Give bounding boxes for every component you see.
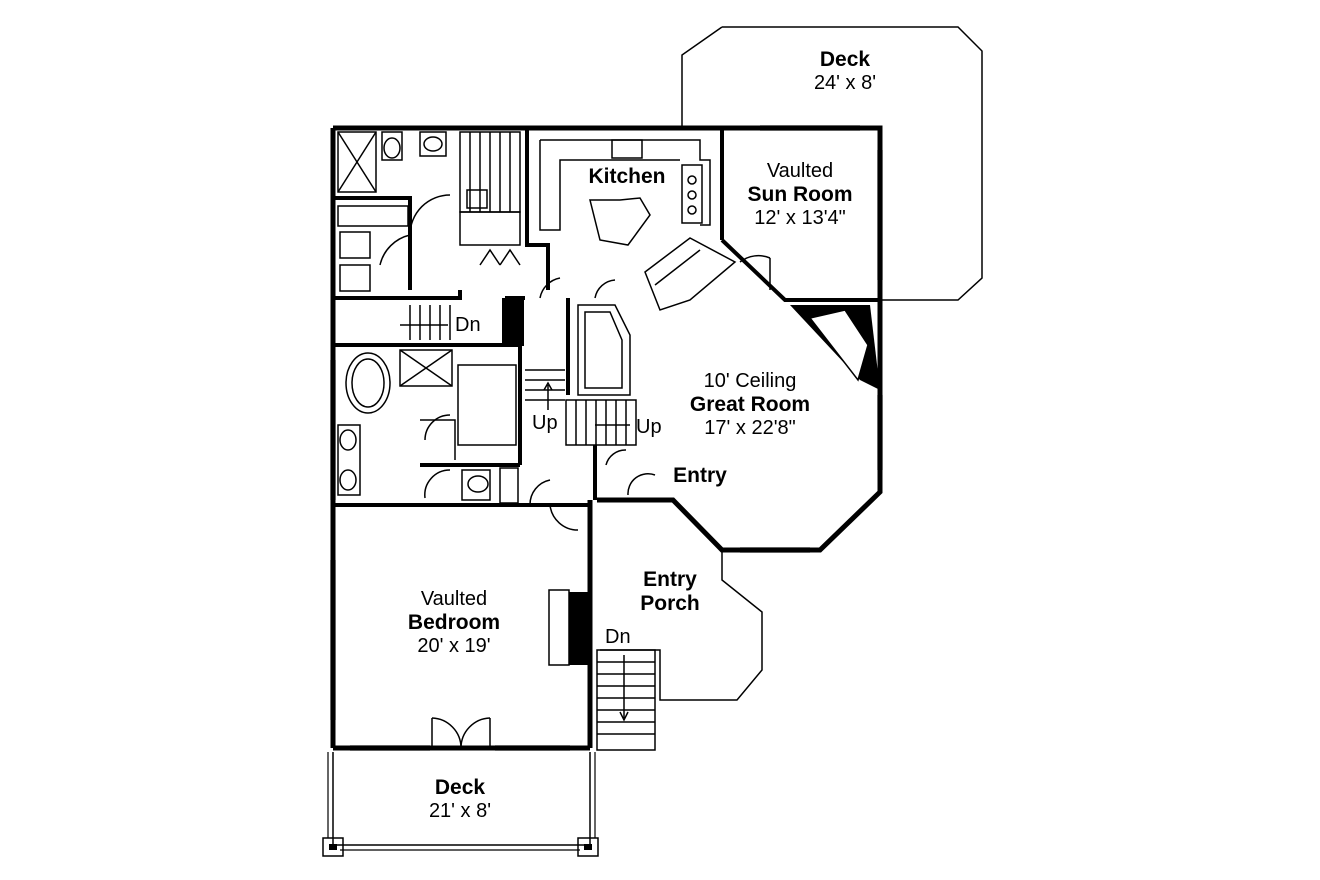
exterior-wall-top [333,125,883,300]
sun-room-name: Sun Room [747,183,853,206]
entry-name: Entry [673,464,727,487]
stair-label-up-right: Up [636,416,662,438]
deck-bottom-size: 21' x 8' [428,800,492,823]
deck-top-name: Deck [819,48,871,71]
sun-room-size: 12' x 13'4" [754,207,846,230]
label-kitchen: Kitchen [572,165,682,189]
label-bedroom: Vaulted Bedroom 20' x 19' [384,588,524,658]
kitchen-name: Kitchen [588,165,666,188]
label-entry: Entry [660,464,740,488]
upper-deck-outline [681,26,983,301]
great-room-prefix: 10' Ceiling [703,370,797,392]
great-room-wall [597,300,883,553]
bedroom-size: 20' x 19' [417,635,491,658]
bedroom-prefix: Vaulted [420,588,488,610]
entry-porch-line1: Entry [643,568,697,591]
great-room-name: Great Room [689,393,811,416]
label-deck-bottom: Deck 21' x 8' [405,776,515,823]
sunroom-diagonal-wall [720,238,880,302]
bedroom-name: Bedroom [407,611,501,634]
deck-bottom-name: Deck [434,776,486,799]
label-great-room: 10' Ceiling Great Room 17' x 22'8" [670,370,830,440]
label-deck-top: Deck 24' x 8' [790,48,900,95]
entry-porch-line2: Porch [640,592,700,616]
label-entry-porch: Entry Porch [620,568,720,616]
sun-room-prefix: Vaulted [766,160,834,182]
stair-label-up-left: Up [532,412,558,434]
great-room-size: 17' x 22'8" [704,417,796,440]
entry-porch-outline [600,550,763,701]
stair-label-dn-upper: Dn [455,314,481,336]
label-sun-room: Vaulted Sun Room 12' x 13'4" [730,160,870,230]
deck-top-size: 24' x 8' [813,72,877,95]
stair-label-dn-porch: Dn [605,626,631,648]
lower-deck-outline [332,752,591,846]
